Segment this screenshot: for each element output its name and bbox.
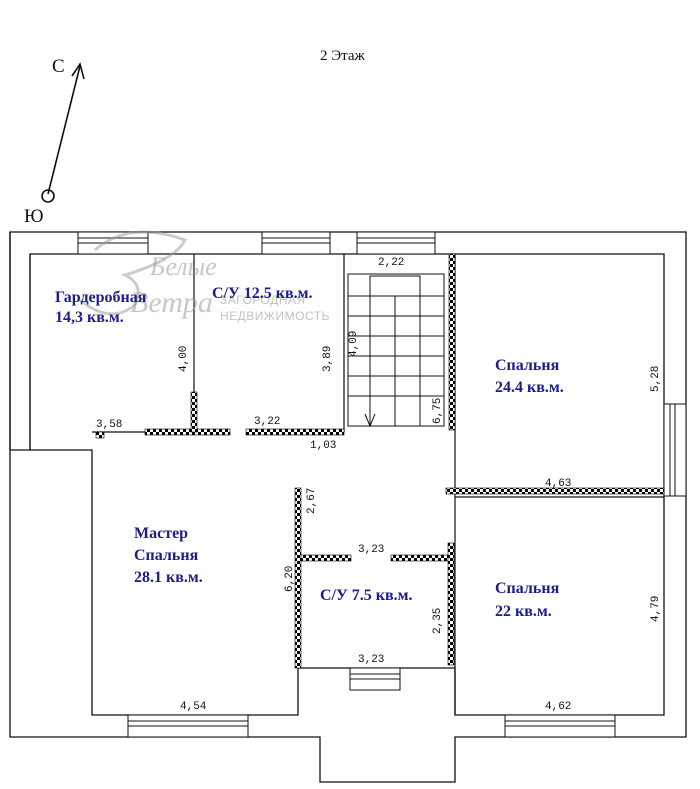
dim-label: 3,58: [96, 419, 122, 431]
dim-label: 2,35: [432, 608, 444, 634]
floor-title: 2 Этаж: [320, 48, 366, 64]
dim-label: 3,22: [254, 416, 280, 428]
room-wardrobe-area: 14,3 кв.м.: [55, 309, 124, 326]
dim-label: 6,20: [284, 566, 296, 592]
partition-walls: [95, 253, 665, 669]
compass-south-label: Ю: [24, 206, 44, 227]
dim-label: 3,23: [358, 654, 384, 666]
dim-label: 4,00: [178, 346, 190, 372]
dim-label: 4,09: [348, 331, 360, 357]
room-master-line1: Мастер: [134, 525, 188, 542]
windows: [77, 231, 687, 738]
room-master-line2: Спальня: [134, 547, 199, 564]
dim-label: 2,67: [306, 488, 318, 514]
staircase: [347, 273, 445, 428]
dim-label: 1,03: [310, 440, 336, 452]
watermark-logo: Белые Ветра ЗАГОРОДНАЯ НЕДВИЖИМОСТЬ: [79, 230, 330, 323]
room-master-line3: 28.1 кв.м.: [134, 569, 203, 586]
watermark-line3: ЗАГОРОДНАЯ: [220, 293, 306, 307]
watermark-line2: Ветра: [130, 286, 213, 319]
dim-label: 3,23: [358, 544, 384, 556]
watermark-line4: НЕДВИЖИМОСТЬ: [220, 309, 330, 323]
room-wardrobe-name: Гардеробная: [55, 289, 147, 306]
dim-label: 4,79: [650, 596, 662, 622]
room-bedroom-ne-area: 24.4 кв.м.: [495, 379, 564, 396]
room-bath-lower-name: С/У 7.5 кв.м.: [320, 587, 413, 604]
dim-label: 2,22: [378, 257, 404, 269]
compass-icon: [41, 62, 85, 203]
dim-label: 4,62: [545, 701, 571, 713]
dim-label: 5,28: [650, 366, 662, 392]
room-bedroom-se-name: Спальня: [495, 580, 560, 597]
dim-label: 6,75: [432, 398, 444, 424]
compass-north-label: С: [52, 56, 65, 77]
dim-label: 3,89: [322, 346, 334, 372]
room-bedroom-ne-name: Спальня: [495, 357, 560, 374]
watermark-line1: Белые: [149, 252, 217, 281]
dim-label: 4,63: [545, 478, 571, 490]
room-bedroom-se-area: 22 кв.м.: [495, 603, 552, 620]
dim-label: 4,54: [180, 701, 207, 713]
room-bath-upper-name: С/У 12.5 кв.м.: [212, 285, 313, 302]
